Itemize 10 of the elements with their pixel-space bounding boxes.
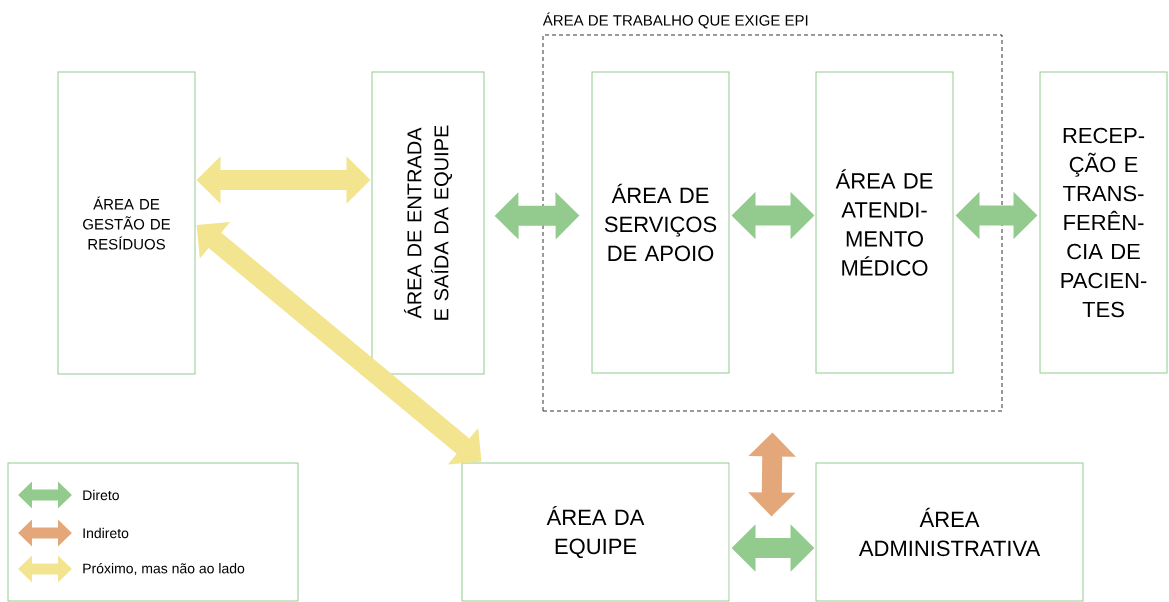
legend-text: Indireto	[83, 527, 129, 539]
area-box: ÁREA DA EQUIPE	[461, 462, 730, 602]
area-box: ÁREA ADMINISTRATIVA	[815, 462, 1084, 602]
area-box: RECEP- ÇÃO E TRANS- FERÊN- CIA DE PACIEN- TES	[1039, 71, 1168, 374]
legend-text: Direto	[83, 489, 119, 501]
area-box: ÁREA DE SERVIÇOS DE APOIO	[591, 71, 730, 374]
area-box: ÁREA DE GESTÃO DE RESÍDUOS	[57, 71, 196, 375]
legend-text: Próximo, mas não ao lado	[83, 562, 245, 576]
area-box: ÁREA DE ATENDI- MENTO MÉDICO	[815, 71, 954, 374]
area-box: ÁREA DE ENTRADA E SAÍDA DA EQUIPE	[371, 71, 485, 375]
